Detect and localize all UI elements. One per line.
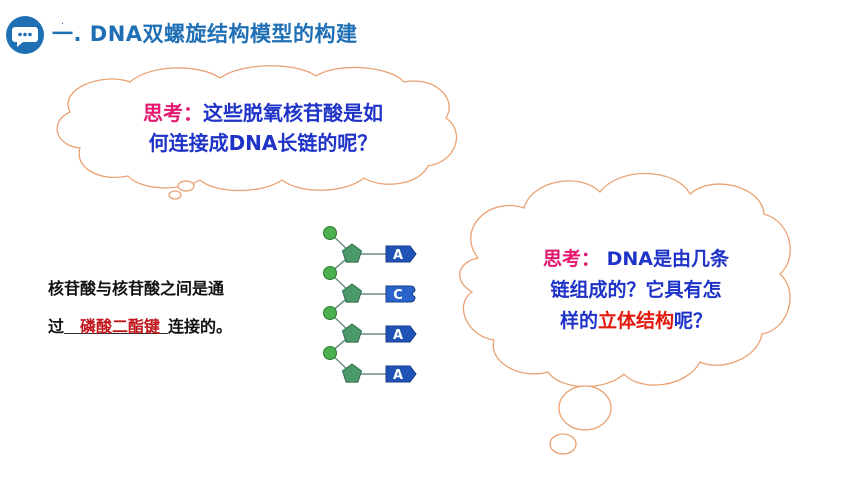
title-dot: . xyxy=(61,16,65,27)
chat-bubble-icon xyxy=(6,16,44,54)
phosphate-circle xyxy=(323,306,337,320)
nucleotide-chain-diagram: A C A A xyxy=(323,226,417,383)
deoxyribose-pentagon xyxy=(341,323,363,343)
thinking2-line1: DNA是由几条 xyxy=(600,248,729,270)
thinking2-line2: 链组成的？它具有怎 xyxy=(550,279,722,301)
thought-cloud-2 xyxy=(459,172,791,455)
nitrogenous-base xyxy=(385,285,416,303)
nucleotide-link-statement: 核苷酸与核苷酸之间是通 过 磷酸二酯键 连接的。 xyxy=(48,270,232,346)
thinking-question-2: 思考： DNA是由几条 链组成的？它具有怎 样的立体结构呢？ xyxy=(506,244,766,337)
nitrogenous-base xyxy=(385,325,417,343)
thinking1-line2: 何连接成DNA长链的呢？ xyxy=(148,131,378,155)
base-label: A xyxy=(393,248,403,263)
deoxyribose-pentagon xyxy=(341,243,363,263)
nitrogenous-base xyxy=(385,365,417,383)
thinking-question-1: 思考：这些脱氧核苷酸是如 何连接成DNA长链的呢？ xyxy=(88,98,438,158)
base-label: A xyxy=(393,328,403,343)
thinking-prefix-2: 思考： xyxy=(542,248,600,270)
phosphate-circle xyxy=(323,266,337,280)
fact-line2-post: 连接的。 xyxy=(168,317,233,336)
base-label: A xyxy=(393,368,403,383)
thinking1-line1: 这些脱氧核苷酸是如 xyxy=(203,101,383,125)
fact-line1: 核苷酸与核苷酸之间是通 xyxy=(48,279,225,298)
thought-cloud-1 xyxy=(56,65,458,200)
thinking-prefix-1: 思考： xyxy=(143,101,203,125)
phosphate-circle xyxy=(323,346,337,360)
answer-blank: 磷酸二酯键 xyxy=(80,317,161,336)
deoxyribose-pentagon xyxy=(341,283,363,303)
nitrogenous-base xyxy=(385,245,417,263)
phosphate-circle xyxy=(323,226,337,240)
deoxyribose-pentagon xyxy=(341,363,363,383)
slide-title: 一. DNA双螺旋结构模型的构建 xyxy=(52,22,358,46)
highlight-3d-structure: 立体结构 xyxy=(597,310,674,332)
thinking2-line3-pre: 样的 xyxy=(559,310,598,332)
thinking2-line3-post: 呢？ xyxy=(674,310,713,332)
base-label: C xyxy=(393,288,403,303)
fact-line2-pre: 过 xyxy=(48,317,65,336)
